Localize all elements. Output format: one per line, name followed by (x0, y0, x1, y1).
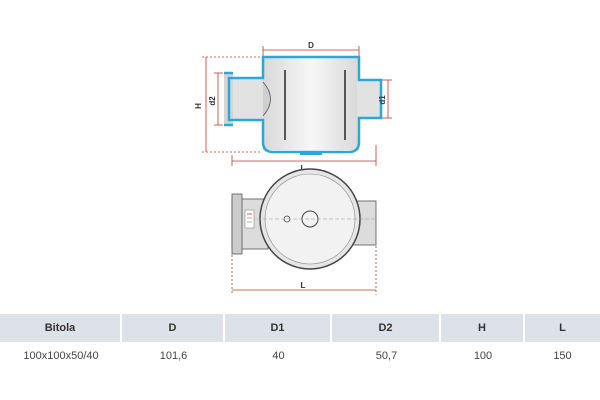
inlet-bulge (262, 81, 271, 117)
cell-d1: 40 (272, 350, 285, 362)
cell-d: 101,6 (159, 350, 188, 362)
header-h: H (441, 314, 525, 342)
right-outlet-pipe (357, 80, 381, 118)
header-d2: D2 (332, 314, 441, 342)
label-d2: d2 (208, 96, 217, 106)
label-L-bottom: L (301, 281, 306, 290)
plan-left-collar (231, 193, 243, 255)
table-header-row: Bitola D D1 D2 H L (0, 314, 600, 342)
plan-view (231, 168, 377, 270)
brand-mark (244, 209, 255, 229)
section-dimensions (202, 46, 392, 166)
left-collar-outline (224, 71, 233, 127)
cell-h: 100 (473, 350, 493, 362)
header-d1: D1 (225, 314, 332, 342)
label-d1: d1 (378, 95, 387, 105)
label-D: D (308, 41, 314, 50)
label-L-top: L (301, 164, 306, 173)
technical-drawing: D H d2 d1 L L (194, 41, 392, 295)
table-row: 100x100x50/40 101,6 40 50,7 100 150 (0, 342, 600, 370)
left-inlet-pipe (229, 78, 263, 120)
section-body (263, 57, 359, 150)
cell-l: 150 (553, 350, 572, 362)
label-H: H (194, 103, 203, 109)
cell-d2: 50,7 (375, 350, 398, 362)
spec-table: Bitola D D1 D2 H L 100x100x50/40 101,6 4… (0, 314, 600, 370)
header-l: L (525, 314, 600, 342)
cell-bitola: 100x100x50/40 (23, 350, 99, 362)
header-bitola: Bitola (0, 314, 122, 342)
section-view (224, 55, 383, 155)
header-d: D (122, 314, 225, 342)
section-outline (227, 55, 383, 154)
plan-dimensions (231, 246, 377, 295)
